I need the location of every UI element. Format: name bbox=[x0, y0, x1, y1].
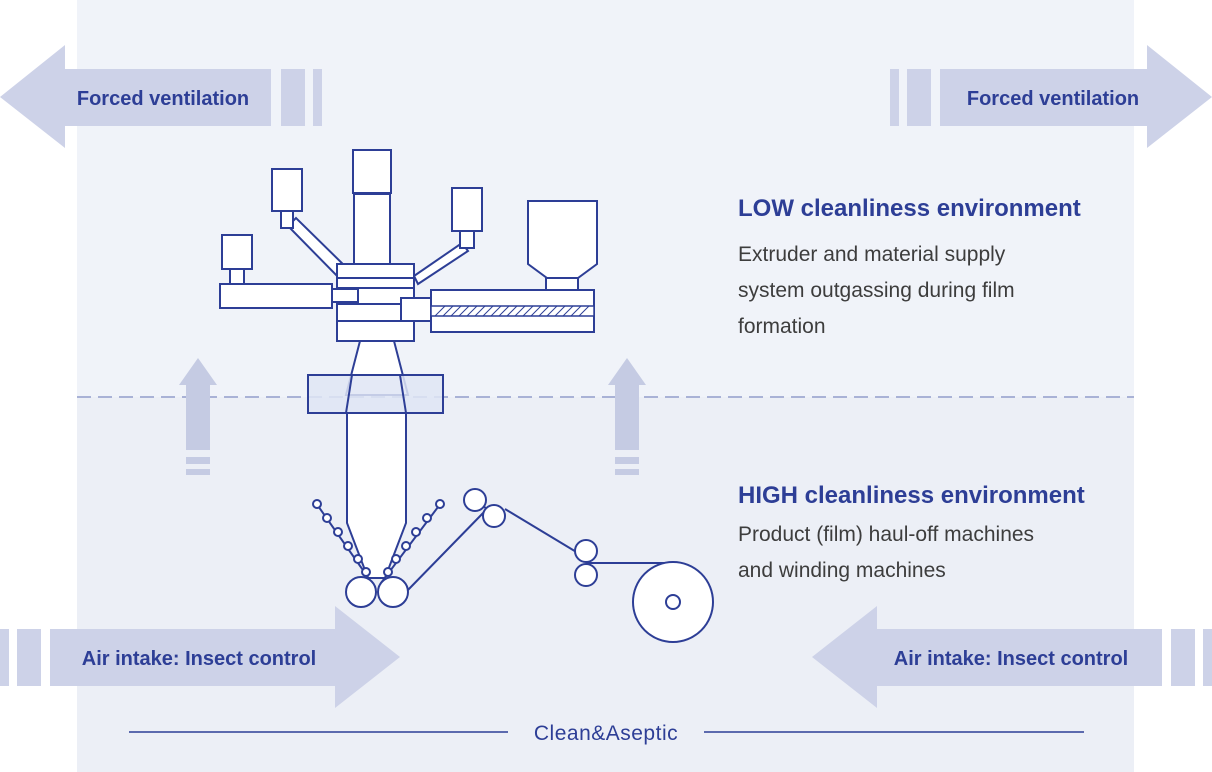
low-zone-text: LOW cleanliness environment Extruder and… bbox=[738, 195, 1081, 338]
haul-off-and-winder bbox=[345, 488, 714, 643]
forced-ventilation-label-left: Forced ventilation bbox=[77, 88, 249, 110]
high-zone-title: HIGH cleanliness environment bbox=[738, 482, 1085, 509]
forced-ventilation-label-right: Forced ventilation bbox=[967, 88, 1139, 110]
low-zone-desc-line: Extruder and material supply bbox=[738, 243, 1006, 266]
footer: Clean&Aseptic bbox=[129, 722, 1084, 745]
low-zone-title: LOW cleanliness environment bbox=[738, 195, 1081, 222]
extruder-machine bbox=[219, 149, 598, 579]
high-zone-desc-line: and winding machines bbox=[738, 559, 946, 582]
low-zone-desc-line: formation bbox=[738, 315, 826, 338]
collapsing-frame bbox=[312, 499, 445, 584]
air-intake-arrow-right: Air intake: Insect control bbox=[812, 606, 1212, 708]
high-zone-desc-line: Product (film) haul-off machines bbox=[738, 523, 1034, 546]
upflow-arrow-right bbox=[608, 358, 646, 475]
cooling-ring bbox=[307, 374, 444, 414]
air-intake-label-right: Air intake: Insect control bbox=[894, 648, 1129, 670]
large-hopper bbox=[527, 200, 598, 279]
nip-roller-left bbox=[345, 576, 377, 608]
left-top-hopper bbox=[271, 168, 303, 212]
high-zone-panel bbox=[77, 397, 1134, 772]
air-intake-arrow-left: Air intake: Insect control bbox=[0, 606, 400, 708]
forced-ventilation-arrow-left: Forced ventilation bbox=[0, 45, 322, 148]
nip-roller-right bbox=[377, 576, 409, 608]
upflow-arrow-left bbox=[179, 358, 217, 475]
right-top-hopper bbox=[451, 187, 483, 232]
low-zone-panel bbox=[77, 0, 1134, 397]
air-intake-label-left: Air intake: Insect control bbox=[82, 648, 317, 670]
low-zone-desc-line: system outgassing during film bbox=[738, 279, 1015, 302]
forced-ventilation-arrow-right: Forced ventilation bbox=[890, 45, 1212, 148]
high-zone-text: HIGH cleanliness environment Product (fi… bbox=[738, 482, 1085, 582]
center-hopper bbox=[352, 149, 392, 194]
left-small-hopper bbox=[221, 234, 253, 270]
footer-label: Clean&Aseptic bbox=[534, 722, 678, 745]
